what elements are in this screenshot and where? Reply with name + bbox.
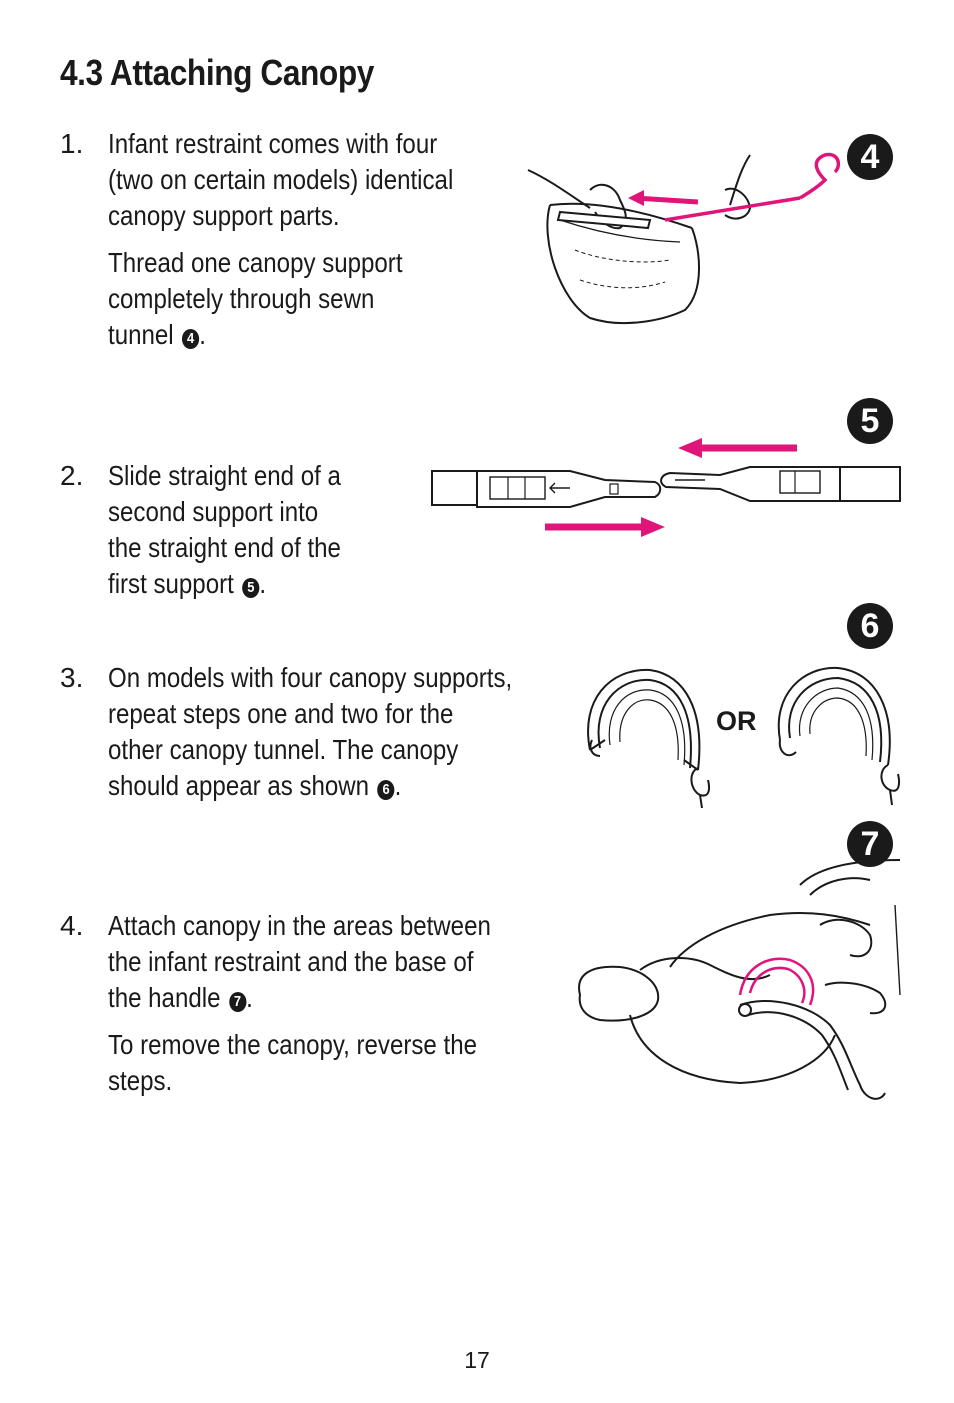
step-number: 2. (60, 460, 84, 491)
figure-ref-4: 4 (182, 329, 200, 349)
page-number: 17 (464, 1347, 490, 1373)
step-text: Slide straight end of a second support i… (108, 460, 341, 599)
figure-4-thread-support-illustration (527, 152, 840, 324)
figure-6-canopy-frame-right (777, 666, 900, 806)
step-number: 1. (60, 128, 84, 159)
figure-6-canopy-frame-left (587, 668, 710, 809)
step-number: 4. (60, 910, 84, 941)
step-text: Thread one canopy support completely thr… (108, 247, 403, 350)
figure-7-attach-canopy-illustration (578, 859, 901, 1100)
step-text: On models with four canopy supports, rep… (108, 662, 513, 801)
figure-badge-5: 5 (847, 398, 893, 444)
section-title: 4.3 Attaching Canopy (60, 52, 374, 93)
or-label: OR (716, 706, 757, 736)
figure-ref-7: 7 (228, 992, 247, 1012)
step-text: To remove the canopy, reverse the steps. (108, 1029, 477, 1096)
figure-5-slide-supports-illustration (431, 438, 901, 537)
figure-ref-6: 6 (377, 780, 395, 800)
figure-badge-4: 4 (847, 134, 893, 180)
figure-badge-6: 6 (847, 603, 893, 649)
step-number: 3. (60, 662, 84, 693)
step-text: Infant restraint comes with four (two on… (108, 128, 454, 231)
figure-ref-5: 5 (242, 578, 260, 598)
step-text: Attach canopy in the areas between the i… (108, 910, 491, 1013)
